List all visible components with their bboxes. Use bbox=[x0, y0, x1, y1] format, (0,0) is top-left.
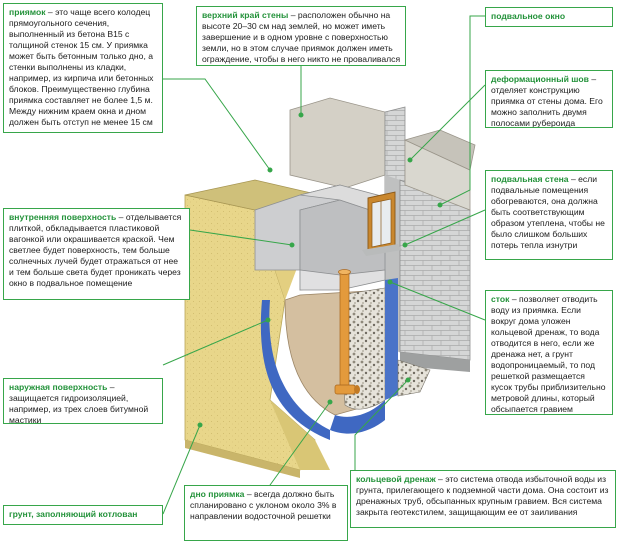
annotation-term: кольцевой дренаж bbox=[356, 474, 436, 484]
annotation-deformatsionny-shov: деформационный шов – отделяет конструкци… bbox=[485, 70, 613, 128]
annotation-text: – отделывается плиткой, обкладывается пл… bbox=[9, 212, 182, 288]
annotation-dno: дно приямка – всегда должно быть спланир… bbox=[184, 485, 348, 541]
annotation-term: дно приямка bbox=[190, 489, 245, 499]
callout-connectors bbox=[162, 15, 486, 515]
drain-pipe bbox=[334, 269, 360, 395]
annotation-vnutrennyaya: внутренняя поверхность – отделывается пл… bbox=[3, 208, 190, 300]
annotation-podvalnaya-stena: подвальная стена – если подвальные помещ… bbox=[485, 170, 613, 260]
pit-bottom-curve bbox=[260, 287, 386, 440]
annotation-term: сток bbox=[491, 294, 510, 304]
pit-walls bbox=[254, 184, 386, 291]
annotation-text: – это система отвода избыточной воды из … bbox=[356, 474, 609, 517]
annotation-priyamok: приямок – это чаще всего колодец прямоуг… bbox=[3, 3, 163, 133]
annotation-term: наружная поверхность bbox=[9, 382, 108, 392]
annotation-text: – это чаще всего колодец прямоугольного … bbox=[9, 7, 154, 127]
annotation-term: приямок bbox=[9, 7, 46, 17]
annotation-text: – защищается гидроизоляцией, например, и… bbox=[9, 382, 149, 424]
annotation-term: внутренняя поверхность bbox=[9, 212, 117, 222]
annotation-text: – позволяет отводить воду из приямка. Ес… bbox=[491, 294, 606, 414]
annotation-stok: сток – позволяет отводить воду из приямк… bbox=[485, 290, 613, 415]
annotation-text: – расположен обычно на высоте 20–30 см н… bbox=[202, 10, 401, 64]
annotation-text: – отделяет конструкцию приямка от стены … bbox=[491, 74, 603, 128]
annotation-text: – если подвальные помещения обогреваются… bbox=[491, 174, 605, 250]
annotation-koltsevoy-drenazh: кольцевой дренаж – это система отвода из… bbox=[350, 470, 616, 528]
ring-drainage-gravel bbox=[397, 359, 431, 397]
annotation-term: верхний край стены bbox=[202, 10, 289, 20]
annotation-text: – всегда должно быть спланировано с укло… bbox=[190, 489, 337, 521]
annotation-term: деформационный шов bbox=[491, 74, 589, 84]
annotation-verkhniy-kray: верхний край стены – расположен обычно н… bbox=[196, 6, 406, 66]
wall-waterproofing bbox=[385, 278, 398, 400]
annotation-term: подвальная стена bbox=[491, 174, 569, 184]
annotation-podvalnoe-okno: подвальное окно bbox=[485, 7, 613, 27]
annotation-naruzhnaya: наружная поверхность – защищается гидрои… bbox=[3, 378, 163, 424]
annotation-grunt: грунт, заполняющий котлован bbox=[3, 505, 163, 525]
annotation-term: грунт, заполняющий котлован bbox=[9, 509, 138, 519]
basement-window bbox=[362, 191, 402, 256]
annotation-term: подвальное окно bbox=[491, 11, 566, 21]
